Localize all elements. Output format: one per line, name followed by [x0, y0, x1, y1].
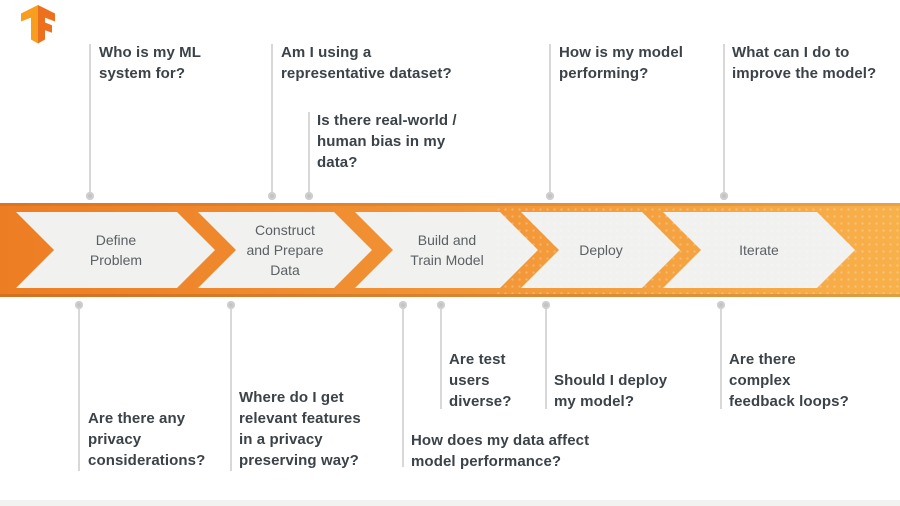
question-bottom-test-users-diverse: Are test users diverse? [449, 351, 512, 410]
question-top-improve-model: What can I do to improve the model? [732, 44, 877, 82]
connector-dot-top-4 [546, 192, 554, 200]
connector-line-top-1 [89, 44, 91, 192]
connector-line-top-5 [723, 44, 725, 192]
connector-line-top-2 [271, 44, 273, 192]
connector-line-top-3 [308, 112, 310, 192]
chevron-iterate [663, 212, 855, 288]
question-bottom-feedback-loops: Are there complex feedback loops? [729, 351, 849, 410]
question-bottom-data-affect-performance: How does my data affect model performanc… [411, 432, 590, 470]
question-top-model-performing: How is my model performing? [559, 44, 684, 82]
connector-line-bottom-3 [402, 309, 404, 467]
connector-dot-top-5 [720, 192, 728, 200]
stage-label-construct-data: Construct and Prepare Data [246, 222, 324, 278]
question-top-real-world-bias: Is there real-world / human bias in my d… [317, 112, 457, 171]
stage-label-iterate: Iterate [739, 242, 779, 258]
connector-line-bottom-6 [720, 309, 722, 409]
chevron-define-problem [16, 212, 215, 288]
connector-line-bottom-5 [545, 309, 547, 409]
connector-dot-bottom-5 [542, 301, 550, 309]
tensorflow-logo-icon [21, 5, 55, 44]
connector-dot-bottom-4 [437, 301, 445, 309]
stage-label-deploy: Deploy [579, 242, 623, 258]
stage-label-define-problem: Define Problem [89, 232, 143, 268]
question-top-representative-dataset: Am I using a representative dataset? [281, 44, 452, 82]
stage-label-build-train: Build and Train Model [410, 232, 484, 268]
connector-line-bottom-2 [230, 309, 232, 471]
question-bottom-should-deploy: Should I deploy my model? [554, 372, 668, 410]
question-bottom-privacy-preserving: Where do I get relevant features in a pr… [239, 389, 361, 469]
connector-line-bottom-4 [440, 309, 442, 409]
connector-dot-bottom-6 [717, 301, 725, 309]
chevron-construct-data [198, 212, 372, 288]
chevron-deploy [521, 212, 680, 288]
connector-dot-top-1 [86, 192, 94, 200]
chevron-build-train [355, 212, 538, 288]
connector-dot-bottom-1 [75, 301, 83, 309]
connector-dot-top-2 [268, 192, 276, 200]
connector-dot-bottom-3 [399, 301, 407, 309]
question-bottom-privacy-considerations: Are there any privacy considerations? [88, 410, 206, 469]
tensorflow-logo-right-face [38, 5, 55, 44]
connector-dot-bottom-2 [227, 301, 235, 309]
connector-line-top-4 [549, 44, 551, 192]
bottom-edge-strip [0, 500, 900, 506]
question-top-who-is-system-for: Who is my ML system for? [99, 44, 202, 82]
connector-line-bottom-1 [78, 309, 80, 471]
connector-dot-top-3 [305, 192, 313, 200]
tensorflow-logo-left-face [21, 5, 38, 44]
